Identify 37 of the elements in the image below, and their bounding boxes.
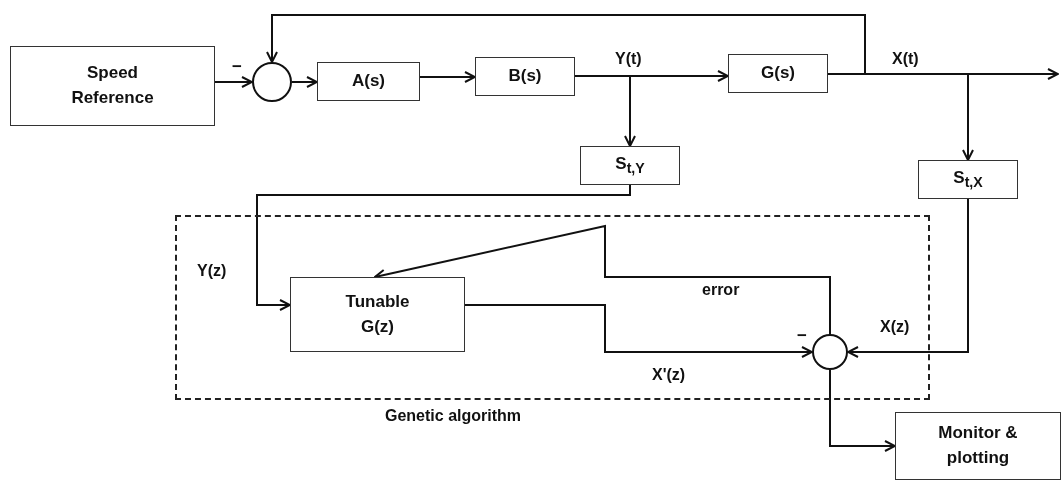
block-box [728, 54, 828, 93]
arrow [847, 198, 969, 358]
block-box [290, 277, 465, 352]
arrow [256, 184, 631, 311]
minus-sign: − [232, 58, 242, 75]
summing-junction [812, 334, 848, 370]
summing-junction [252, 62, 292, 102]
node-label: G(s) [761, 62, 795, 85]
edge-label: X(t) [890, 50, 921, 68]
arrow [214, 76, 253, 88]
arrow [419, 71, 476, 83]
arrow [827, 73, 974, 161]
node-label: Monitor & plotting [937, 422, 1019, 469]
edge-label: Y(t) [613, 50, 644, 68]
node-label: Speed Reference [70, 62, 155, 109]
arrow [266, 14, 866, 75]
arrow [291, 76, 318, 88]
arrow [574, 75, 636, 147]
block-box [475, 57, 575, 96]
node-label: S$_{t,X}$ [953, 167, 983, 193]
edge-label: X(z) [878, 318, 912, 336]
block-box [10, 46, 215, 126]
node-label: B(s) [508, 65, 542, 88]
edge-label: X'(z) [650, 366, 688, 384]
minus-sign: − [797, 327, 807, 344]
block-box [317, 62, 420, 101]
block-box [580, 146, 680, 185]
block-box [895, 412, 1061, 480]
arrow [829, 369, 896, 452]
group-title: Genetic algorithm [385, 407, 522, 425]
arrow [464, 304, 813, 358]
node-label: S$_{t,Y}$ [615, 153, 645, 179]
edge-label: Y(z) [195, 262, 229, 280]
node-label: Tunable G(z) [344, 290, 411, 338]
node-label: A(s) [351, 70, 386, 93]
arrow [374, 224, 831, 335]
block-box [918, 160, 1018, 199]
